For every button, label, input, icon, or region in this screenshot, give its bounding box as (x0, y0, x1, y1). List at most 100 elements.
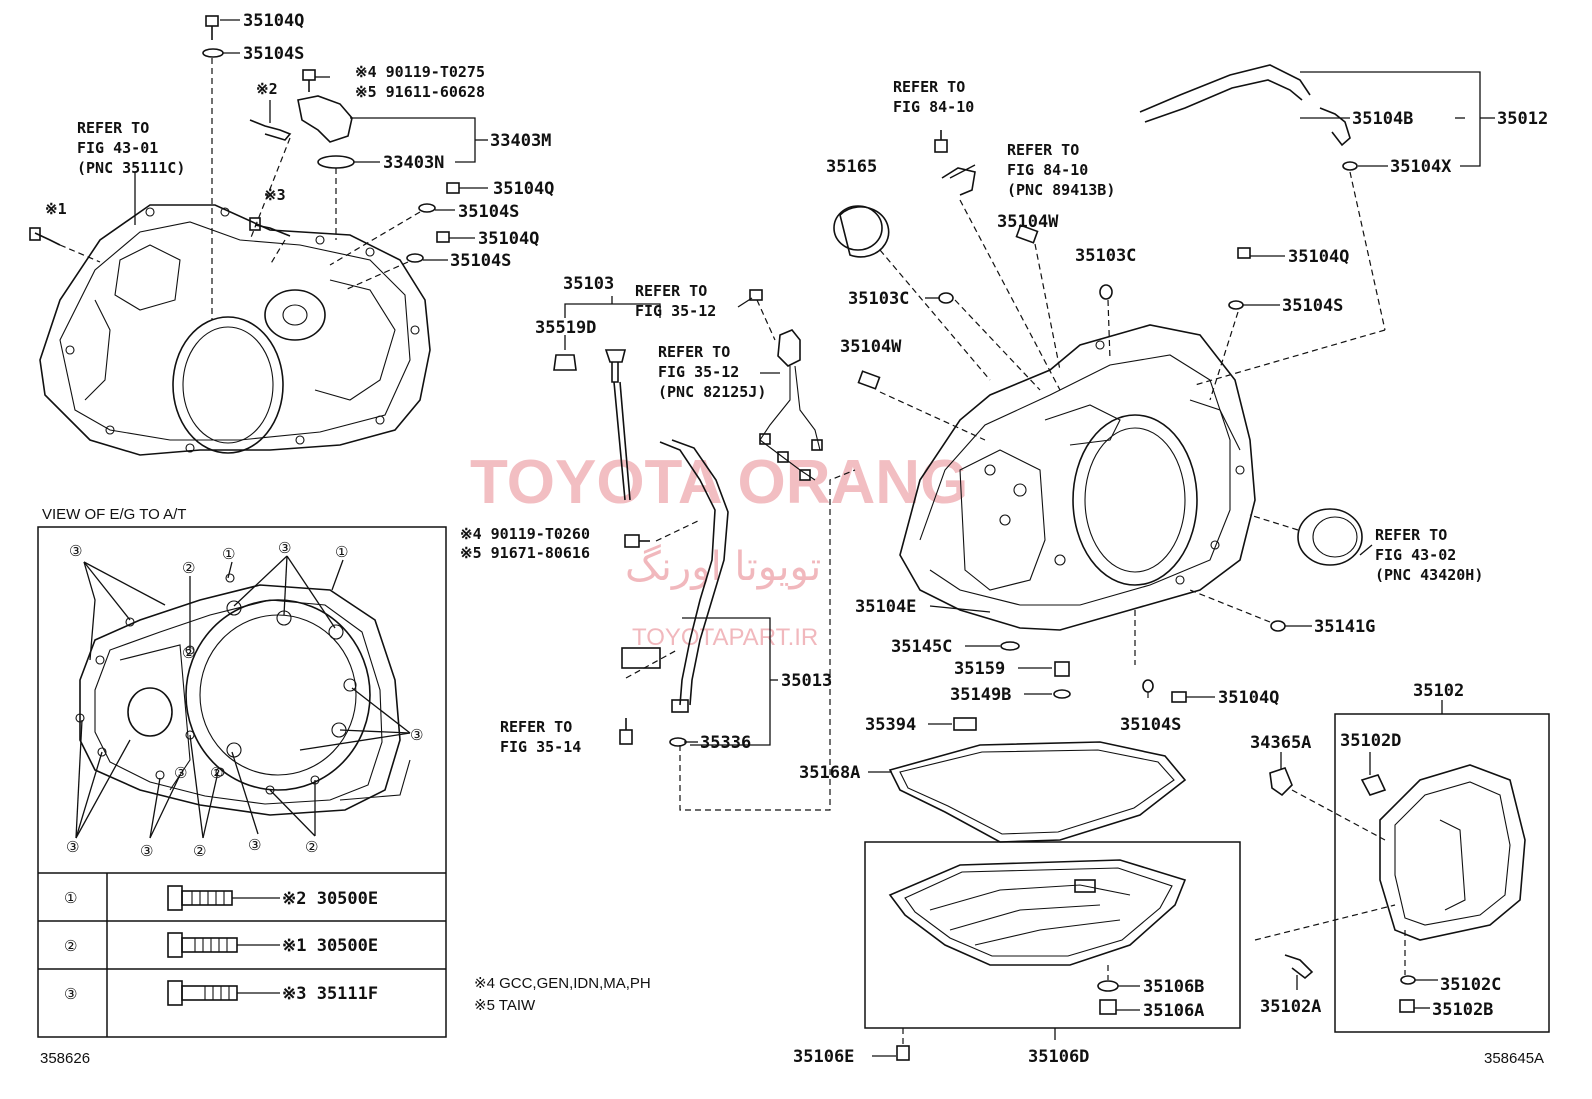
cover-group: 35102 35102C 35102B 35102D 34365A 35102A (1250, 681, 1550, 1033)
oil-pan-gasket: 35168A (799, 741, 1187, 843)
view-callout-8: ③ (66, 838, 79, 856)
label-35104S-e: 35104S (1120, 715, 1181, 735)
refer-3-line3: (PNC 89413B) (1007, 181, 1115, 199)
view-callout-2: ② (182, 559, 195, 577)
label-35103C-b: 35103C (848, 289, 909, 309)
view-callout-13: ③ (174, 764, 187, 782)
label-35103: 35103 (563, 274, 614, 294)
labels-top-left: 35104Q 35104S ※4 90119-T0275 ※5 91611-60… (45, 11, 554, 271)
transaxle-case-right (899, 324, 1256, 631)
view-title: VIEW OF E/G TO A/T (42, 506, 186, 523)
refer-7-line1: REFER TO (1375, 526, 1447, 544)
view-callout-9: ③ (140, 842, 153, 860)
label-91671-80616: ※5 91671-80616 (460, 544, 590, 562)
label-35102C: 35102C (1440, 975, 1501, 995)
label-35141G: 35141G (1314, 617, 1375, 637)
label-35102: 35102 (1413, 681, 1464, 701)
label-35104E: 35104E (855, 597, 916, 617)
view-callout-12: ② (305, 838, 318, 856)
refer-1-line2: FIG 43-01 (77, 139, 158, 157)
label-mark3: ※3 (264, 186, 286, 204)
refer-5-line2: FIG 35-12 (658, 363, 739, 381)
refer-5-line3: (PNC 82125J) (658, 383, 766, 401)
bolt-row-2: ② ※1 30500E (64, 932, 378, 958)
label-35104Q-e: 35104Q (1218, 688, 1279, 708)
refer-2-line2: FIG 84-10 (893, 98, 974, 116)
label-35104Q-d: 35104Q (1288, 247, 1349, 267)
view-callout-1: ③ (69, 542, 82, 560)
figure-code-left: 358626 (40, 1050, 90, 1067)
label-35159: 35159 (954, 659, 1005, 679)
label-35104S-b: 35104S (458, 202, 519, 222)
view-callout-7: ③ (410, 726, 423, 744)
label-33403M: 33403M (490, 131, 551, 151)
label-35104S-d: 35104S (1282, 296, 1343, 316)
row-mark: ① (64, 889, 77, 907)
label-34365A: 34365A (1250, 733, 1311, 753)
right-hardware (833, 64, 1363, 731)
label-35106E: 35106E (793, 1047, 854, 1067)
leaders-right (879, 71, 1495, 725)
refer-6-line1: REFER TO (500, 718, 572, 736)
bolt-row-3: ③ ※3 35111F (64, 980, 378, 1006)
watermark-persian: تویوتا اورنگ (625, 544, 821, 590)
label-35102A: 35102A (1260, 997, 1321, 1017)
label-35336: 35336 (700, 733, 751, 753)
view-callout-11: ③ (248, 836, 261, 854)
label-35104W-b: 35104W (840, 337, 902, 357)
label-90119-T0275: ※4 90119-T0275 (355, 63, 485, 81)
watermark: TOYOTA ORANG تویوتا اورنگ TOYOTAPART.IR (470, 448, 968, 651)
row-code: ※2 30500E (282, 889, 378, 909)
row-code: ※1 30500E (282, 936, 378, 956)
label-35104Q: 35104Q (243, 11, 304, 31)
label-35145C: 35145C (891, 637, 952, 657)
label-35394: 35394 (865, 715, 916, 735)
label-35102B: 35102B (1432, 1000, 1493, 1020)
label-35165: 35165 (826, 157, 877, 177)
top-left-hardware (29, 15, 460, 263)
label-35106B: 35106B (1143, 977, 1204, 997)
refer-3-line1: REFER TO (1007, 141, 1079, 159)
label-35102D: 35102D (1340, 731, 1401, 751)
refer-7-line3: (PNC 43420H) (1375, 566, 1483, 584)
row-mark: ③ (64, 985, 77, 1003)
refer-3-line2: FIG 84-10 (1007, 161, 1088, 179)
refer-6-line2: FIG 35-14 (500, 738, 581, 756)
label-35104W: 35104W (997, 212, 1059, 232)
label-35104Q-b: 35104Q (493, 179, 554, 199)
label-35106A: 35106A (1143, 1001, 1204, 1021)
watermark-brand: TOYOTA ORANG (470, 448, 968, 517)
transaxle-housing-left (39, 204, 431, 456)
view-e-g-to-a-t: VIEW OF E/G TO A/T (37, 506, 447, 1038)
label-35104X: 35104X (1390, 157, 1452, 177)
label-33403N: 33403N (383, 153, 444, 173)
label-35103C: 35103C (1075, 246, 1136, 266)
view-callout-10: ② (193, 842, 206, 860)
refer-7-line2: FIG 43-02 (1375, 546, 1456, 564)
view-callout-5: ① (335, 543, 348, 561)
label-35104S: 35104S (243, 44, 304, 64)
watermark-site: TOYOTAPART.IR (632, 624, 818, 651)
row-code: ※3 35111F (282, 984, 378, 1004)
label-35104Q-c: 35104Q (478, 229, 539, 249)
refer-1-line3: (PNC 35111C) (77, 159, 185, 177)
label-35149B: 35149B (950, 685, 1011, 705)
oil-pan-group: 35106B 35106A 35106D 35106E (793, 841, 1241, 1067)
labels-center: 35103 35519D REFER TO FIG 35-12 REFER TO… (460, 274, 832, 756)
refer-4-line2: FIG 35-12 (635, 302, 716, 320)
refer-2-line1: REFER TO (893, 78, 965, 96)
view-callout-3: ① (222, 545, 235, 563)
label-90119-T0260: ※4 90119-T0260 (460, 525, 590, 543)
label-35106D: 35106D (1028, 1047, 1089, 1067)
footnotes: ※4 GCC,GEN,IDN,MA,PH ※5 TAIW 358626 3586… (40, 975, 1544, 1067)
label-35168A: 35168A (799, 763, 860, 783)
view-callout-4: ③ (278, 539, 291, 557)
bolt-row-1: ① ※2 30500E (64, 885, 378, 911)
figure-code-right: 358645A (1484, 1050, 1544, 1067)
label-35104S-c: 35104S (450, 251, 511, 271)
view-callout-14: ② (210, 764, 223, 782)
labels-right: REFER TO FIG 84-10 REFER TO FIG 84-10 (P… (826, 78, 1548, 735)
label-mark2: ※2 (256, 80, 278, 98)
label-35519D: 35519D (535, 318, 596, 338)
